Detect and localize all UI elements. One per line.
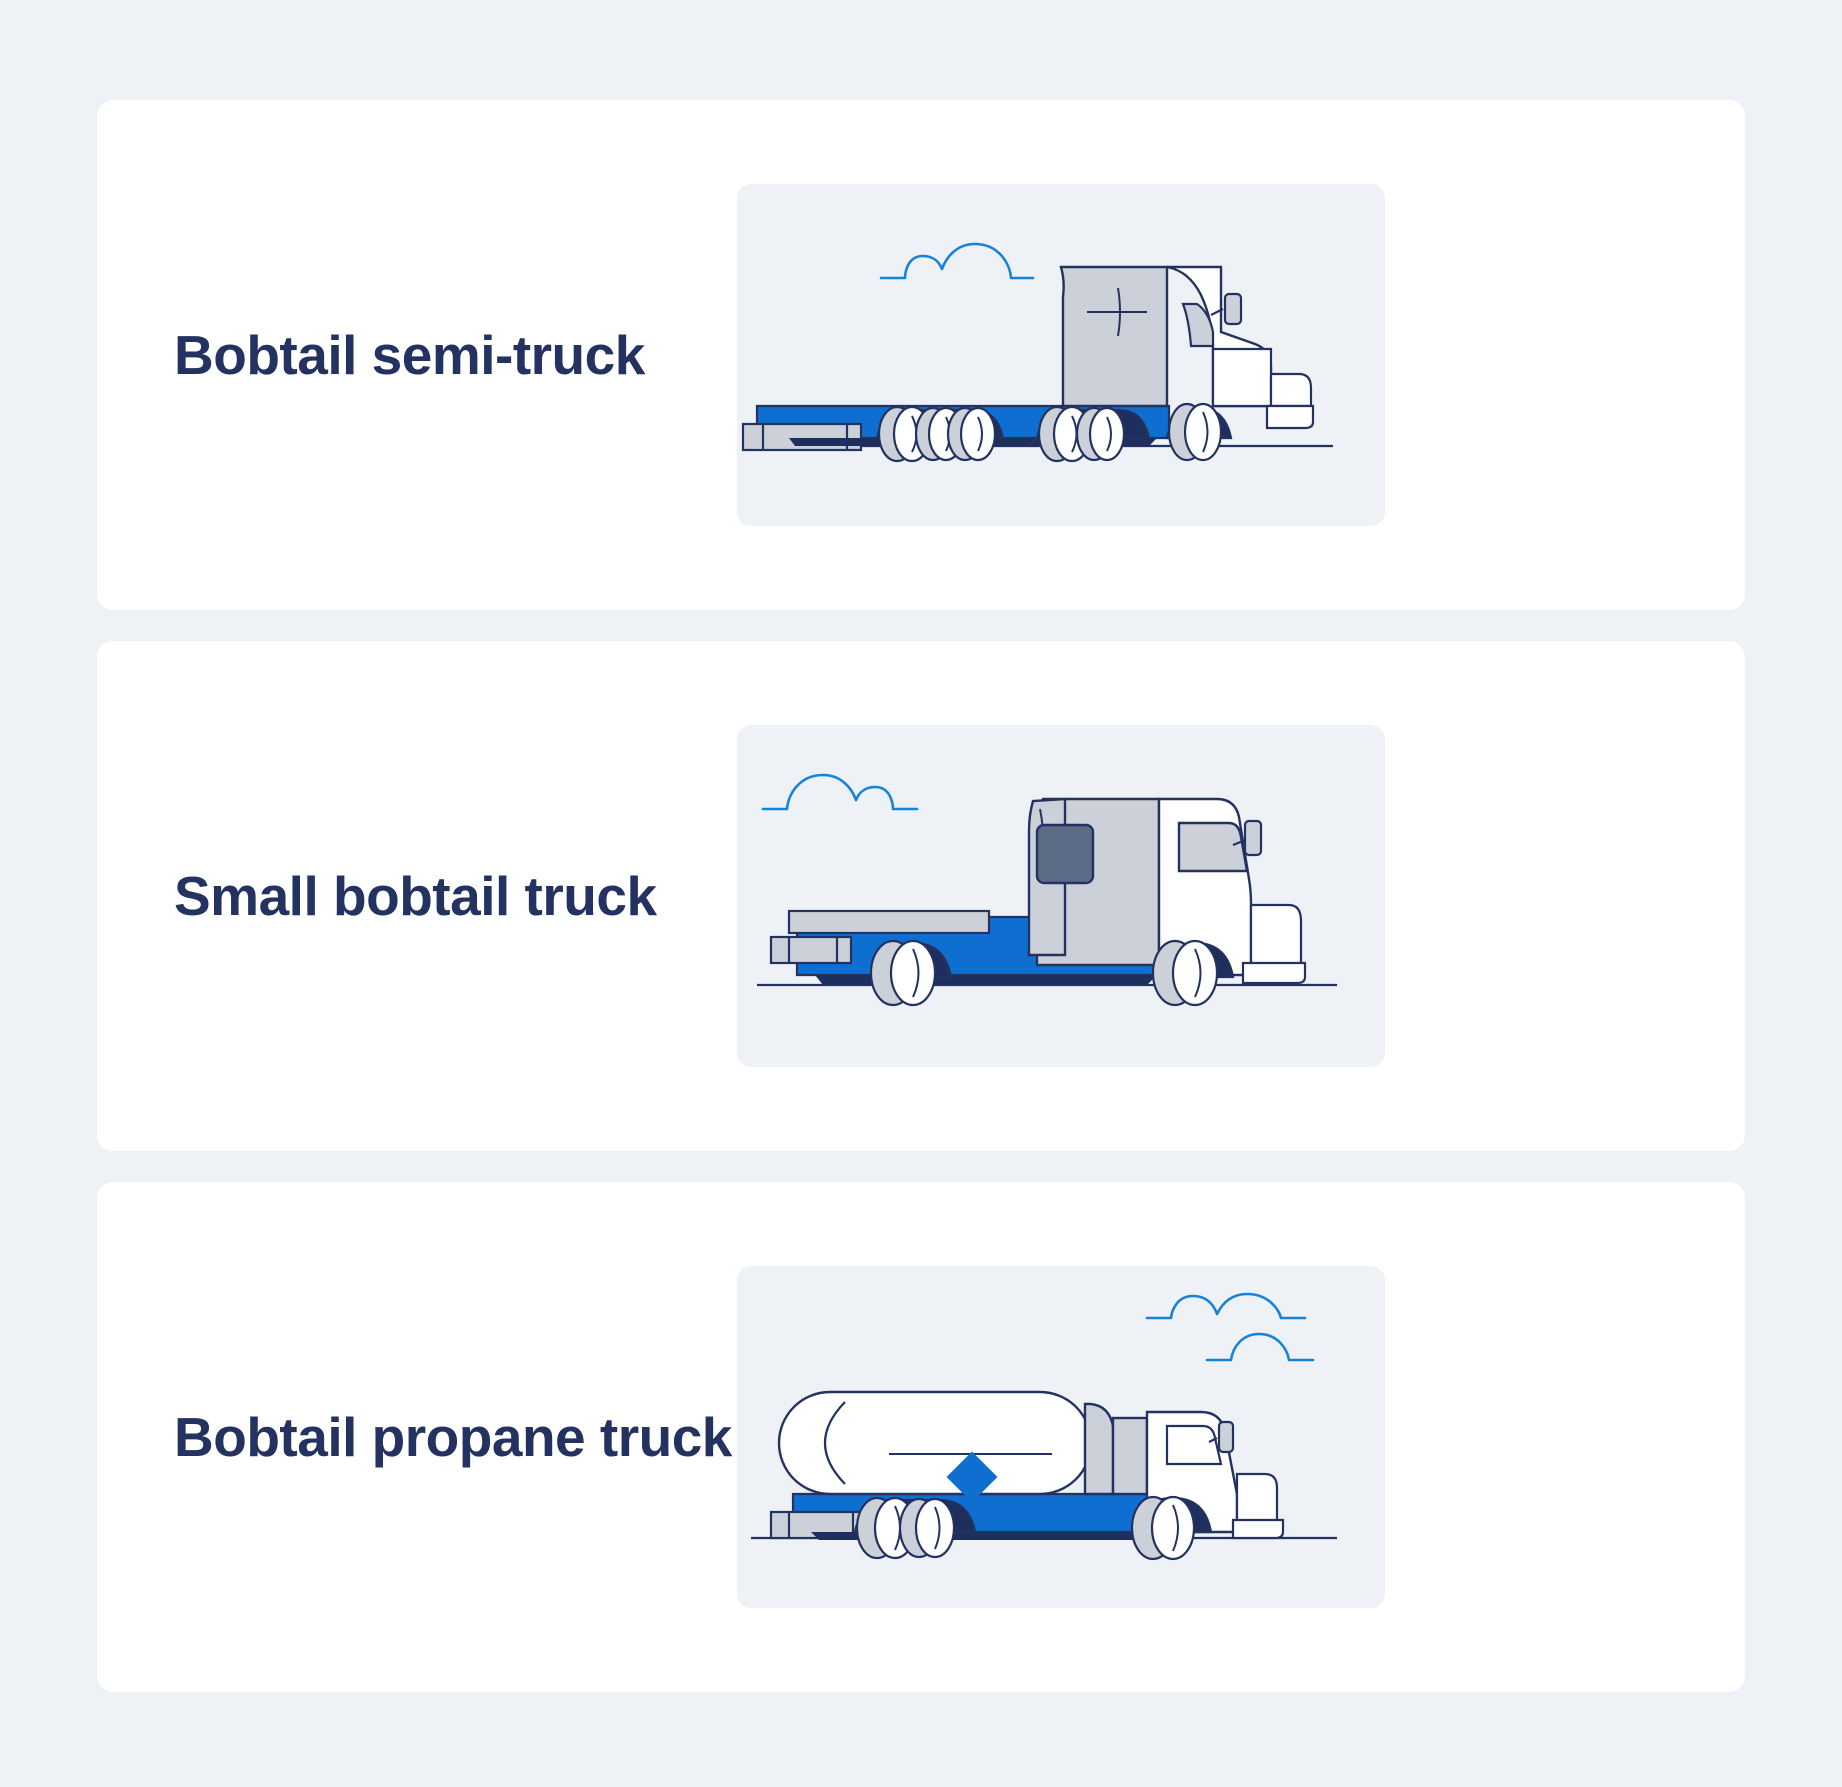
hazard-diamond-placard [946,1451,998,1503]
hood [1269,372,1313,408]
side-mirror [1217,1420,1235,1454]
steer-wheel [1130,1495,1213,1561]
hood [1235,1472,1279,1534]
rear-tandem-wheels [853,1496,977,1560]
steer-wheel [1165,402,1233,462]
cloud-icon [761,773,919,811]
bobtail-propane-truck-illustration [737,1266,1385,1608]
front-wheel [1151,939,1235,1007]
small-bobtail-truck-illustration [737,725,1385,1067]
front-body [1249,903,1303,977]
front-bumper [1231,1518,1285,1540]
rear-bumper [741,422,863,452]
chassis-shadow [815,975,1157,985]
front-bumper [1265,404,1315,430]
cloud-icon [879,242,1035,280]
tank-cab-connector [1083,1402,1115,1496]
illustration-wrap [737,184,1665,526]
tank-end-cap [824,1401,846,1485]
card-title: Small bobtail truck [174,864,657,927]
cloud-icon [1145,1292,1315,1362]
bobtail-semi-truck-illustration [737,184,1385,526]
cab-window [1181,302,1215,348]
card-title: Bobtail semi-truck [174,323,645,386]
cab-side-window [1177,821,1249,873]
drive-tandem-wheels [1035,405,1151,463]
rear-wheel [869,939,953,1007]
card-title: Bobtail propane truck [174,1405,732,1468]
cab-window [1165,1424,1223,1466]
sleeper-box [1059,265,1169,408]
truck-card-small-bobtail-truck[interactable]: Small bobtail truck [97,641,1745,1151]
truck-card-bobtail-propane-truck[interactable]: Bobtail propane truck [97,1182,1745,1692]
truck-card-bobtail-semi-truck[interactable]: Bobtail semi-truck [97,100,1745,610]
cab-rear-window [1035,823,1095,885]
rear-bumper [769,935,853,965]
rear-tandem-wheels [875,405,1005,463]
bed-deck [787,909,991,935]
illustration-wrap [737,1266,1665,1608]
side-mirror [1243,819,1263,857]
front-bumper [1241,961,1307,985]
side-mirror [1223,292,1243,326]
illustration-wrap [737,725,1665,1067]
